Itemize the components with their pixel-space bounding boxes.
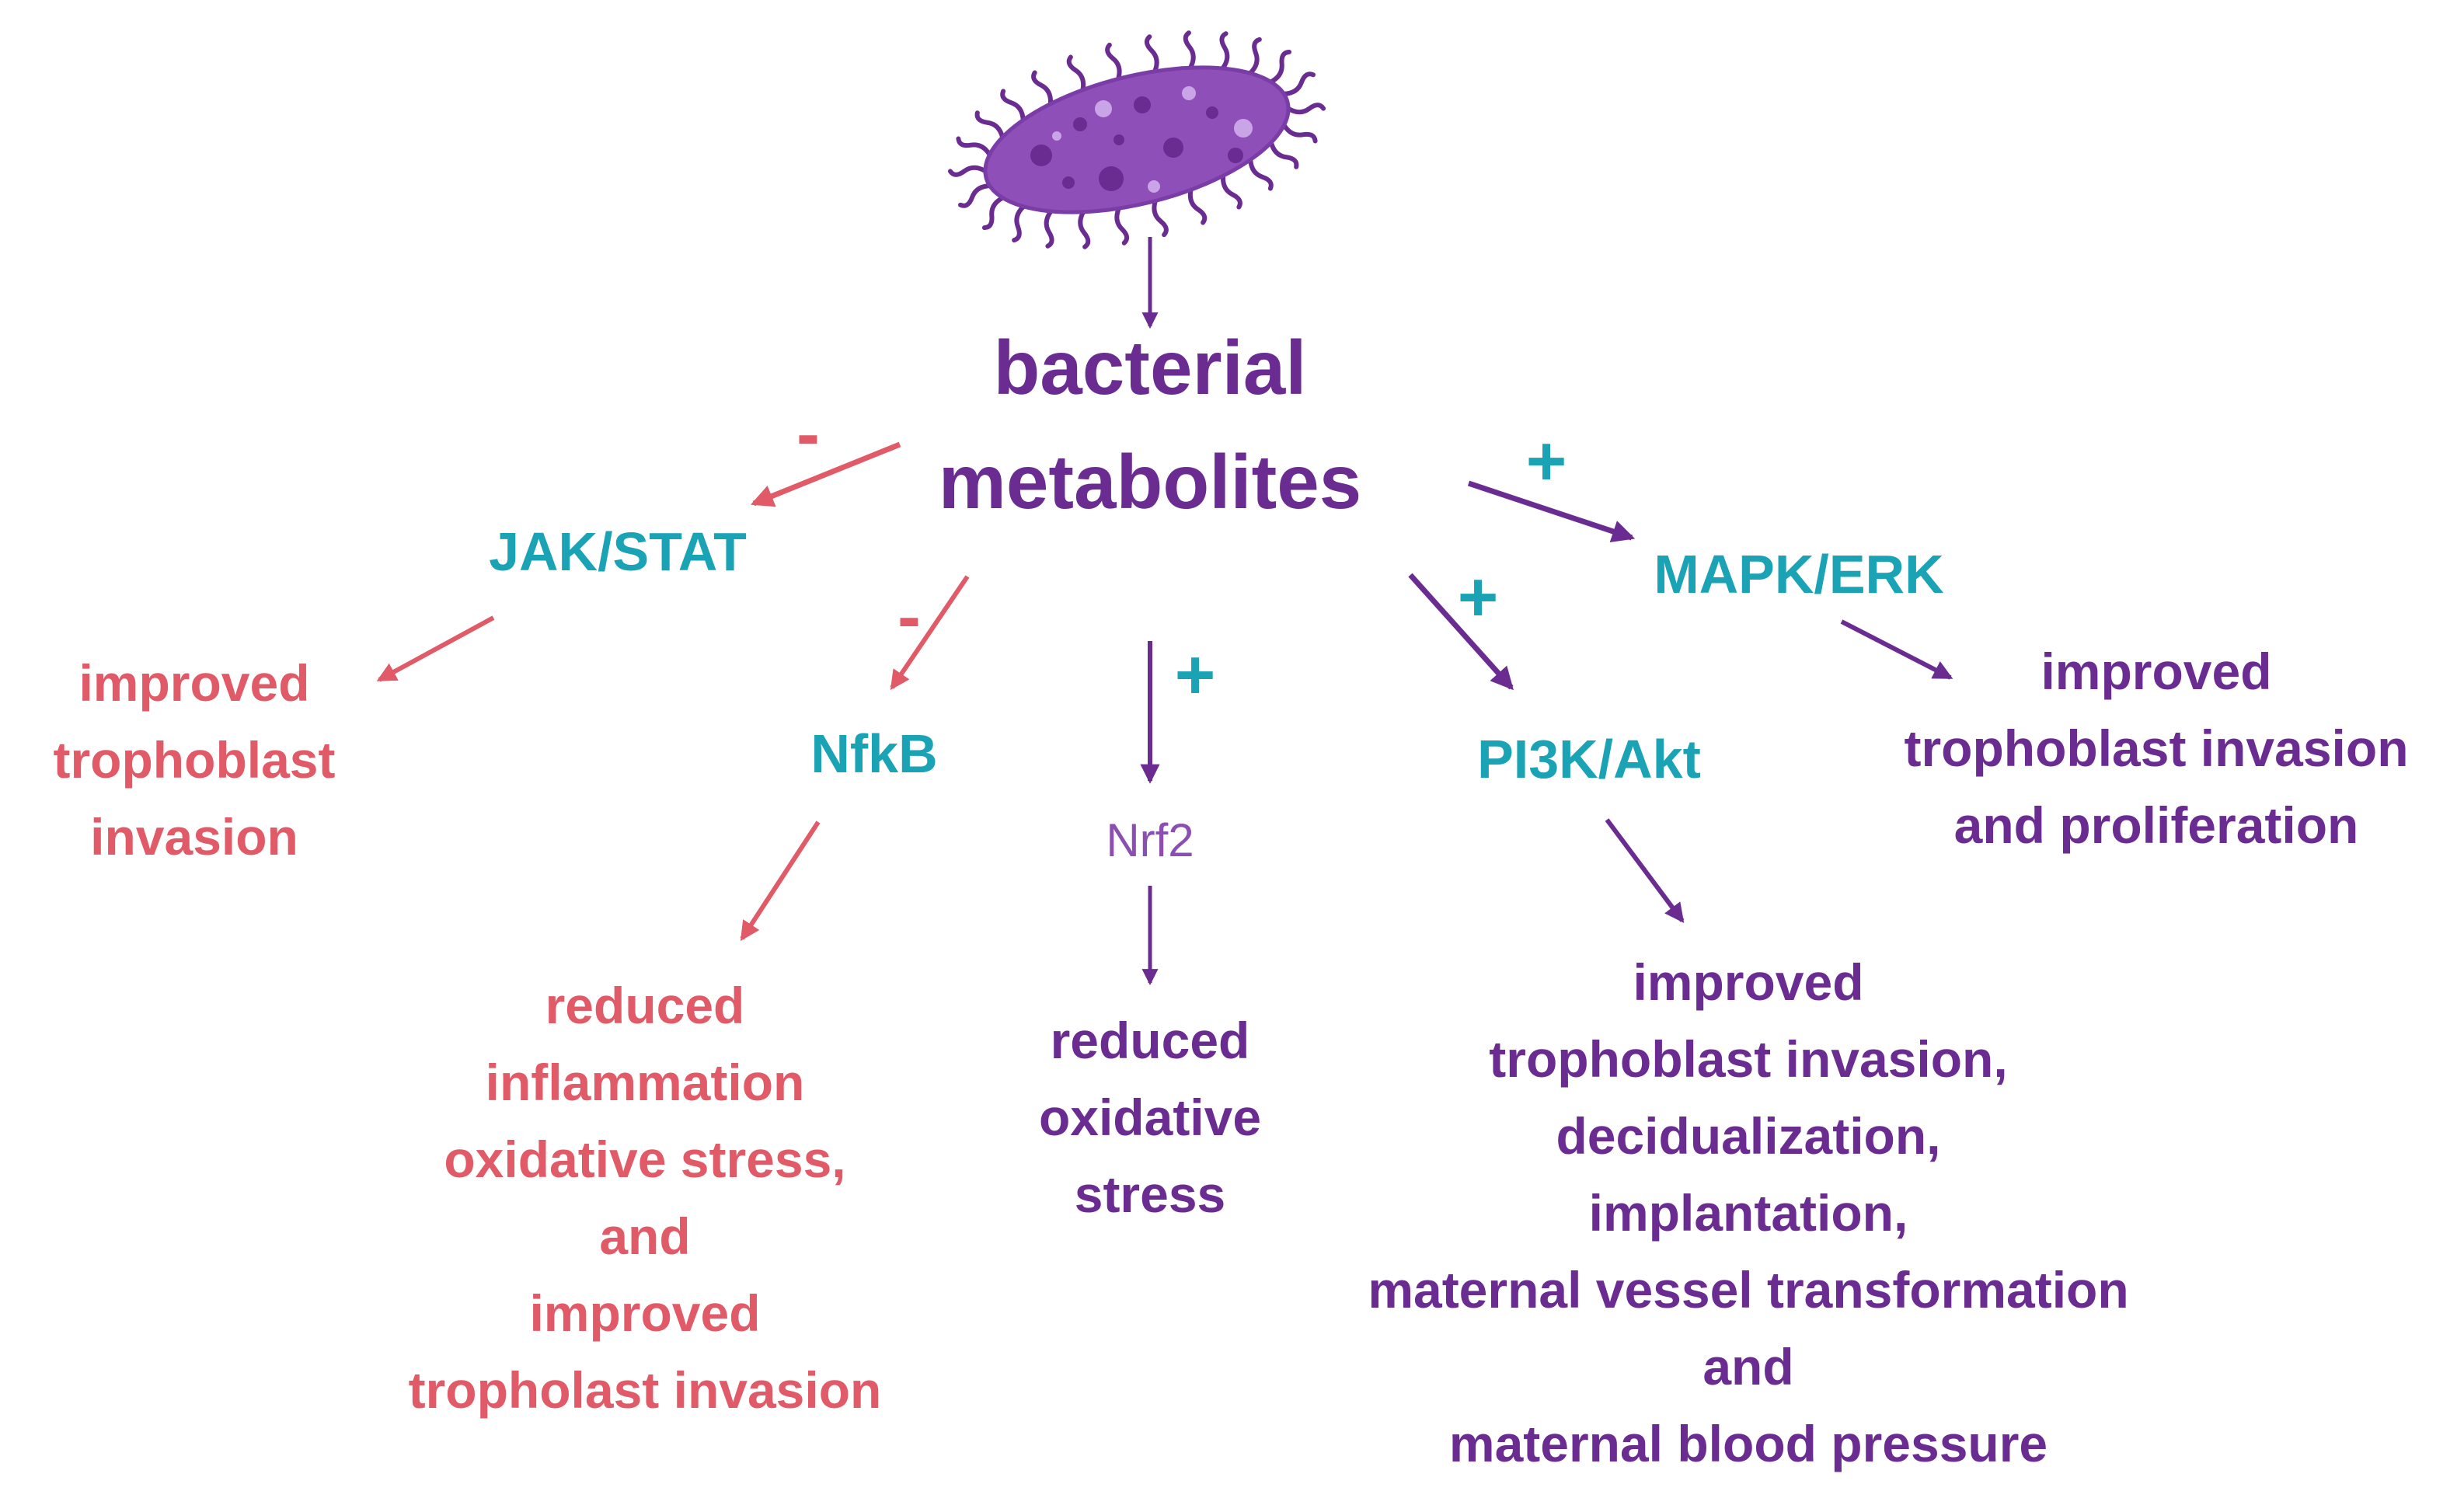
outcome-nrf2: reduced oxidative stress — [1038, 1012, 1262, 1223]
arrow-nfkb-to-outcome — [740, 820, 821, 942]
arrow-jak-stat-to-outcome — [376, 615, 495, 682]
flagellum — [974, 110, 1005, 140]
flagellum — [1183, 30, 1196, 71]
flagellum — [1152, 198, 1169, 238]
outcome-mapk-erk: improved trophoblast invasion and prolif… — [1904, 643, 2409, 854]
flagellum — [1219, 31, 1230, 71]
flagellum — [1066, 54, 1086, 92]
flagellum — [1248, 157, 1274, 191]
flagellum — [1078, 209, 1091, 249]
flagellum — [1012, 204, 1026, 243]
flagellum — [1031, 70, 1053, 106]
arrow-mapk-erk-to-outcome — [1840, 619, 1953, 680]
flagellum — [1114, 206, 1130, 246]
flagellum — [1268, 49, 1292, 85]
bacterium-icon — [947, 30, 1326, 249]
flagellum — [1187, 187, 1208, 225]
sign-nrf2: + — [1174, 636, 1216, 714]
flagellum — [1281, 71, 1316, 96]
sign-pi3k-akt: + — [1457, 559, 1499, 636]
flagellum — [1000, 89, 1026, 123]
pathway-mapk-erk: MAPK/ERK — [1654, 544, 1944, 604]
flagellum — [958, 183, 992, 208]
flagellum — [1268, 140, 1299, 169]
arrow-to-mapk-erk — [1467, 480, 1636, 543]
sign-jak-stat: - — [796, 395, 820, 473]
outcome-pi3k-akt: improved trophoblast invasion, deciduali… — [1368, 953, 2129, 1472]
source-label: bacterial metabolites — [938, 325, 1362, 524]
flagellum — [981, 195, 1005, 231]
sign-nfkb: - — [897, 578, 921, 656]
pathway-pi3k-akt: PI3K/Akt — [1477, 729, 1701, 789]
outcome-nfkb: reduced inflammation oxidative stress, a… — [408, 977, 882, 1419]
arrow-pi3k-akt-to-outcome — [1605, 818, 1685, 924]
flagellum — [1105, 42, 1122, 82]
arrow-to-pi3k-akt — [1408, 573, 1514, 691]
flagellum — [1221, 173, 1242, 210]
outcome-jak-stat: improved trophoblast invasion — [53, 654, 336, 866]
arrow-to-nfkb — [890, 575, 970, 691]
flagellum — [1286, 103, 1326, 115]
flagellum — [956, 136, 992, 157]
flagellum — [1281, 123, 1318, 144]
flagellum — [1044, 208, 1054, 249]
flagellum — [1247, 37, 1262, 76]
arrow-to-jak-stat — [750, 441, 901, 507]
pathway-nfkb: NfkB — [810, 723, 938, 784]
pathway-jak-stat: JAK/STAT — [489, 521, 747, 582]
flagellum — [947, 165, 988, 177]
pathway-nrf2: Nrf2 — [1106, 814, 1194, 866]
flagellum — [1144, 34, 1159, 74]
sign-mapk-erk: + — [1525, 423, 1567, 500]
